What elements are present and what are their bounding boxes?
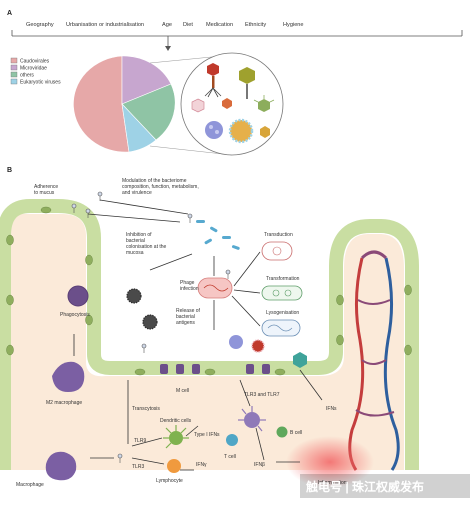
m2-macrophage-icon [52,361,85,392]
label-phagocytosis: Phagocytosis [60,312,90,318]
label-transduction: Transduction [264,232,293,238]
pie-slice-caudovirales [73,55,130,153]
legend-swatch-microviridae [10,64,18,71]
factor-urbanisation: Urbanisation or industrialisation [66,22,144,28]
label-t-cell: T cell [224,454,236,460]
epithelium-layer [0,199,419,470]
label-ifng: IFNγ [196,462,207,468]
spiky-bacterium-icons [126,288,158,330]
label-macrophage: Macrophage [16,482,44,488]
legend-label-others: others [20,73,34,79]
b-cell-icon [276,426,288,438]
myovirus-icon [204,63,222,98]
label-tlr9: TLR9 [134,438,146,444]
virome-pie-chart [73,55,176,153]
lumen-viruses [229,335,307,368]
red-virus-icon [251,339,265,353]
label-lysogenisation: Lysogenisation [266,310,299,316]
label-transformation: Transformation [266,276,300,282]
factor-axis [11,30,463,51]
legend-label-caudovirales: Caudovirales [20,59,50,65]
label-ifnb: IFNβ [254,462,265,468]
infected-bacterium-icon [197,277,233,299]
factor-ethnicity: Ethnicity [245,22,266,28]
goblet-cells [6,206,412,376]
factor-medication: Medication [206,22,233,28]
legend-swatch-eukaryotic [10,78,18,85]
inflammation-glow [286,436,374,488]
label-m-cell: M cell [176,388,189,394]
factor-age: Age [162,22,172,28]
label-transcytosis: Transcytosis [132,406,160,412]
panel-b-letter: B [7,167,12,174]
factor-hygiene: Hygiene [283,22,304,28]
watermark-backdrop [300,474,470,498]
eukaryotic-virus-gold-icon [260,126,270,138]
label-ifns: IFNs [326,406,337,412]
virome-legend: Caudovirales Microviridae others Eukaryo… [10,57,61,86]
phage-cluster-icons [71,191,231,463]
legend-swatch-others [10,71,18,78]
panel-a-letter: A [7,10,12,17]
pathway-arrows [73,199,323,471]
label-dendritic: Dendritic cells [160,418,192,424]
label-tlr3: TLR3 [132,464,144,470]
pie-slice-eukaryotic [121,103,157,153]
phagocyte-cell-icon [67,285,89,307]
macrophage-icon [45,451,77,481]
eukaryotic-virus-blue-icon [205,121,223,139]
factor-geography: Geography [26,22,54,28]
label-b-cell: B cell [290,430,302,436]
legend-swatch-caudovirales [10,57,18,64]
transduction-bacterium-icon [261,241,293,261]
teal-virus-icon [293,352,307,368]
legend-label-eukaryotic: Eukaryotic viruses [20,80,61,86]
pie-slice-microviridae [121,55,172,105]
dendritic-cell-icon [163,425,189,449]
label-lymphocyte: Lymphocyte [156,478,183,484]
eukaryotic-virus-spiky-icon [228,118,254,144]
activated-dendritic-cell-icon [238,406,266,432]
label-m2-macrophage: M2 macrophage [46,400,82,406]
lymphocyte-icon [167,459,181,473]
factor-diet: Diet [183,22,193,28]
label-tlr37: TLR3 and TLR7 [244,392,280,398]
t-cell-icon [226,434,238,446]
transformation-bacterium-icon [261,285,303,301]
label-inflammation: Inflammation [318,480,347,486]
watermark-text: 触电号 | 珠江权威发布 [306,479,424,494]
legend-label-microviridae: Microviridae [20,66,47,72]
label-type1-ifns: Type I IFNs [194,432,220,438]
lumen-bacteria [196,220,240,250]
purple-virus-icon [229,335,243,349]
siphovirus-icon [239,67,255,99]
lysogenisation-bacterium-icon [261,319,301,337]
m-cells [160,364,270,374]
pie-slice-others [121,83,176,141]
microvirus-green-icon [253,95,275,112]
lamina-propria [0,214,404,470]
microvirus-orange-icon [222,98,232,109]
microvirus-pink-icon [191,98,205,113]
virus-circle [180,52,284,156]
